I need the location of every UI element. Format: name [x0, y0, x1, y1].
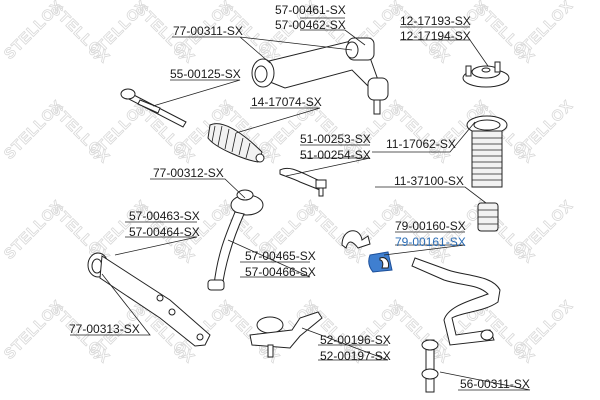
- tie-rod: [120, 88, 187, 128]
- label-77-00313[interactable]: 77-00313-SX: [69, 322, 140, 336]
- label-11-17062[interactable]: 11-17062-SX: [386, 137, 456, 151]
- rear-lower-arm: [87, 252, 211, 347]
- label-52-00196[interactable]: 52-00196-SX: [320, 333, 391, 347]
- label-77-00311[interactable]: 77-00311-SX: [173, 24, 243, 38]
- label-57-00466[interactable]: 57-00466-SX: [245, 265, 316, 279]
- tie-rod-end: [279, 167, 327, 197]
- label-57-00461[interactable]: 57-00461-SX: [275, 3, 346, 17]
- label-52-00197[interactable]: 52-00197-SX: [320, 349, 391, 363]
- label-51-00253[interactable]: 51-00253-SX: [300, 132, 371, 146]
- leader-lines: [70, 17, 531, 391]
- stabilizer-bar: [411, 257, 501, 346]
- label-57-00465[interactable]: 57-00465-SX: [245, 249, 316, 263]
- label-11-37100[interactable]: 11-37100-SX: [394, 174, 464, 188]
- label-12-17194[interactable]: 12-17194-SX: [400, 29, 471, 43]
- label-56-00311[interactable]: 56-00311-SX: [460, 377, 530, 391]
- label-79-00160[interactable]: 79-00160-SX: [395, 219, 466, 233]
- stabilizer-clamp: [341, 230, 371, 249]
- stabilizer-link: [421, 339, 439, 393]
- label-79-00161-highlighted[interactable]: 79-00161-SX: [395, 235, 466, 249]
- strut-boot: [466, 115, 508, 188]
- label-55-00125[interactable]: 55-00125-SX: [170, 67, 241, 81]
- label-12-17193[interactable]: 12-17193-SX: [400, 14, 471, 28]
- label-57-00463[interactable]: 57-00463-SX: [129, 209, 200, 223]
- label-57-00462[interactable]: 57-00462-SX: [275, 18, 346, 32]
- strut-mount: [462, 61, 510, 88]
- stabilizer-bushing-highlighted[interactable]: [368, 251, 393, 273]
- label-77-00312[interactable]: 77-00312-SX: [153, 166, 224, 180]
- label-57-00464[interactable]: 57-00464-SX: [129, 225, 200, 239]
- upper-control-arm: [251, 37, 389, 115]
- label-14-17074[interactable]: 14-17074-SX: [251, 95, 322, 109]
- front-lower-arm: [207, 189, 264, 291]
- steering-boot: [207, 123, 265, 163]
- label-51-00254[interactable]: 51-00254-SX: [300, 148, 371, 162]
- ball-joint: [249, 311, 323, 358]
- bump-stop: [477, 202, 499, 232]
